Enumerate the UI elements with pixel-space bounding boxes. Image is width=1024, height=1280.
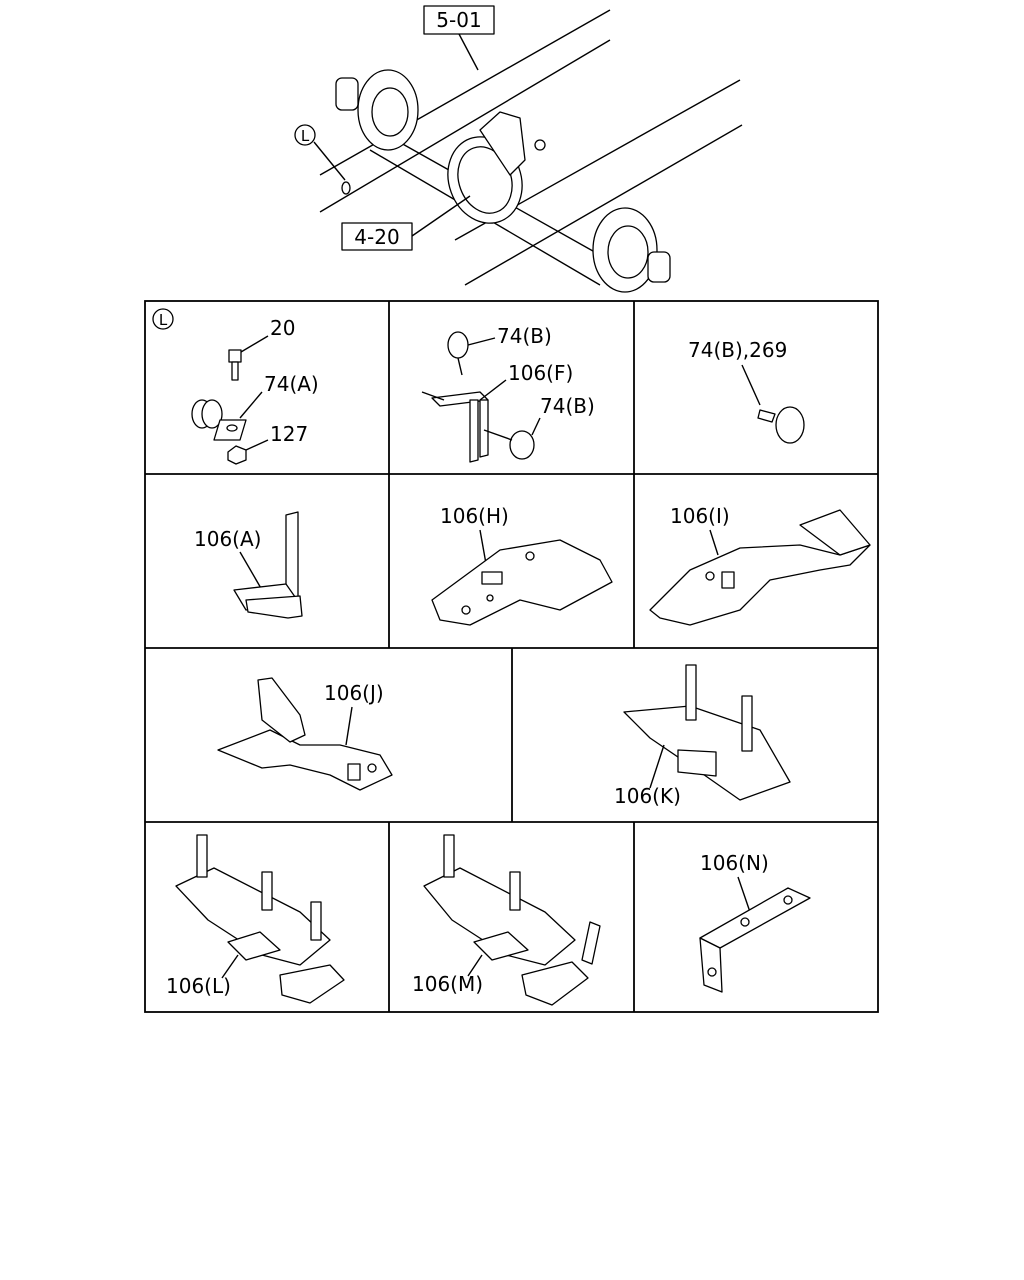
bracket-part-106a <box>233 511 303 619</box>
svg-text:L: L <box>301 127 310 145</box>
cell-106h: 106(H) <box>431 504 613 626</box>
label-106n: 106(N) <box>700 851 769 875</box>
cell-74b-269: 74(B),269 <box>688 338 805 444</box>
cell-106k: 106(K) <box>614 664 791 808</box>
label-106k: 106(K) <box>614 784 681 808</box>
clamp-part <box>191 399 247 441</box>
parts-grid <box>144 300 879 1013</box>
plate-part-106m <box>423 834 601 1006</box>
plate-part-106j <box>217 677 393 791</box>
ref-label-4-20: 4-20 <box>354 225 399 249</box>
cell-106a: 106(A) <box>194 511 303 619</box>
band-clamp-part-bottom <box>483 429 535 460</box>
label-106l: 106(L) <box>166 974 231 998</box>
label-106j: 106(J) <box>324 681 384 705</box>
label-74b-269: 74(B),269 <box>688 338 787 362</box>
plate-part-106k <box>623 664 791 801</box>
band-clamp-part-top <box>447 331 469 376</box>
label-74a: 74(A) <box>264 372 319 396</box>
label-74b-bottom: 74(B) <box>540 394 595 418</box>
bracket-part-106n <box>699 887 811 993</box>
cell-106n: 106(N) <box>699 851 811 993</box>
svg-text:L: L <box>159 311 168 329</box>
ref-label-5-01: 5-01 <box>436 8 481 32</box>
label-106i: 106(I) <box>670 504 730 528</box>
marker-l: L <box>152 308 174 330</box>
axle-housing <box>335 69 671 293</box>
label-127: 127 <box>270 422 308 446</box>
cell-106f: 74(B) 106(F) 74(B) <box>421 324 595 463</box>
bracket-part-106f <box>421 391 489 463</box>
cell-detail-l: L 20 74(A) 127 <box>152 308 319 465</box>
cell-106m: 106(M) <box>412 834 601 1006</box>
ref-box-5-01[interactable]: 5-01 <box>423 5 495 35</box>
cell-106i: 106(I) <box>649 504 871 626</box>
cell-106l: 106(L) <box>166 834 345 1004</box>
label-74b-top: 74(B) <box>497 324 552 348</box>
label-106h: 106(H) <box>440 504 509 528</box>
plate-part-106l <box>175 834 345 1004</box>
label-106a: 106(A) <box>194 527 261 551</box>
plate-part-106i <box>649 509 871 626</box>
ref-box-4-20[interactable]: 4-20 <box>341 222 413 251</box>
marker-l-overview: L <box>294 124 316 146</box>
label-106m: 106(M) <box>412 972 483 996</box>
label-20: 20 <box>270 316 295 340</box>
frame-rail-upper <box>319 9 611 213</box>
bolt-part <box>228 349 242 381</box>
band-clamp-part <box>757 406 805 444</box>
nut-part <box>227 445 247 465</box>
label-106f: 106(F) <box>508 361 573 385</box>
cell-106j: 106(J) <box>217 677 393 791</box>
plate-part-106h <box>431 539 613 626</box>
axle-overview: 5-01 4-20 L <box>294 5 743 293</box>
